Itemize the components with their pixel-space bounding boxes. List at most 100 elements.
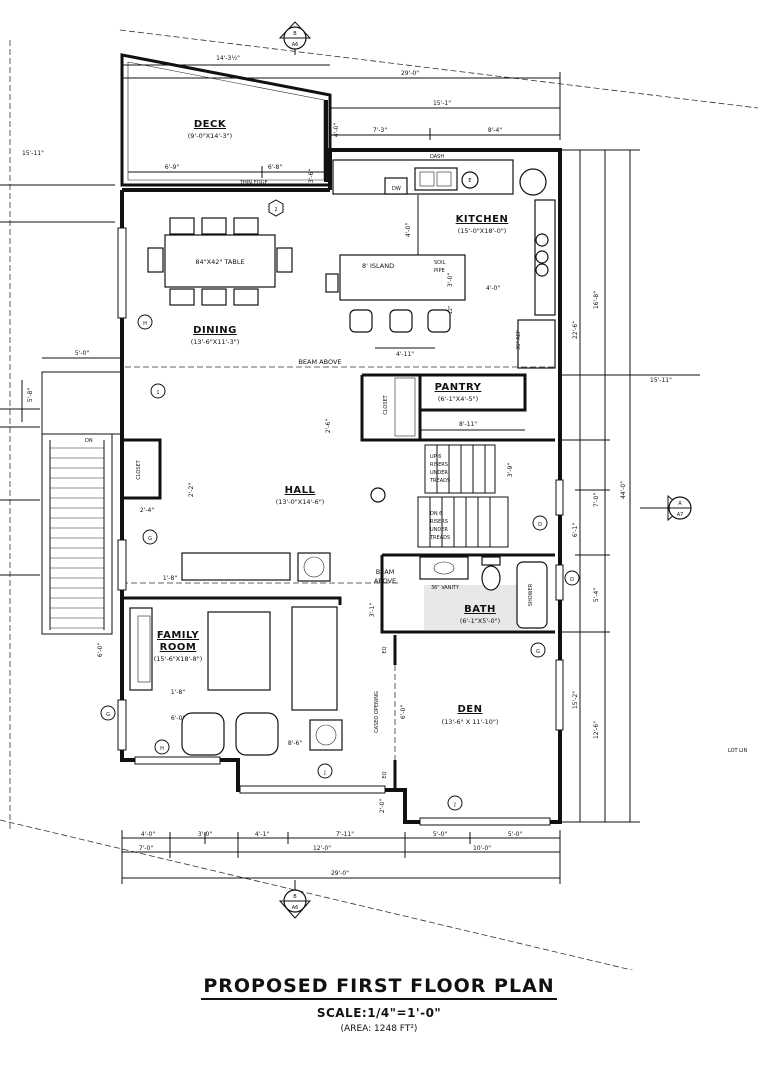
shower	[516, 561, 548, 629]
tag-d-1: D	[538, 522, 542, 528]
island-stools	[349, 309, 451, 333]
stair-dn-1: DN 6	[430, 511, 442, 517]
label-thin-edge: THIN EDGE	[239, 180, 268, 186]
dim-bot-5-0b: 5'-0"	[508, 831, 522, 838]
dim-clos-2-4: 2'-4"	[140, 507, 154, 514]
tag-2: 2	[274, 207, 277, 213]
tag-h-1: H	[143, 321, 147, 327]
marker-tags	[100, 199, 580, 811]
room-size-family: (15'-6"X18'-8")	[154, 655, 203, 663]
dim-top-overall: 29'-0"	[401, 70, 419, 77]
dim-kit-12: 12"	[448, 306, 454, 315]
section-marker-right: A A7	[640, 494, 692, 522]
room-size-pantry: (6'-1"X4'-5")	[438, 395, 478, 403]
top-dimension-lines	[121, 64, 561, 178]
stair-dn-3: UNDER	[430, 527, 448, 533]
dim-bot-10-0: 10'-0"	[473, 845, 491, 852]
bottom-dimension-lines	[121, 830, 561, 884]
dim-top-6-9: 6'-9"	[165, 164, 179, 171]
dim-kit-4-0: 4'-0"	[405, 223, 412, 237]
room-name-den: DEN	[457, 704, 482, 715]
kitchen-cabinetry	[332, 159, 556, 369]
label-dw: DW	[392, 186, 401, 192]
windows	[117, 227, 564, 826]
stair-dn-4: TREADS	[429, 535, 450, 541]
room-size-hall: (13'-0"X14'-6")	[276, 498, 325, 506]
label-island: 8' ISLAND	[362, 262, 394, 270]
tag-e: E	[468, 178, 471, 184]
right-dimension-lines	[560, 149, 640, 823]
dim-pantry-8-11: 8'-11"	[459, 421, 477, 428]
toilet-bowl	[481, 565, 501, 591]
tag-g-3: G	[536, 649, 540, 655]
section-right-sheet: A7	[677, 512, 684, 518]
section-bottom-letter: B	[293, 894, 297, 900]
family-room-walls	[122, 596, 342, 605]
dim-bot-3-0: 3'-0"	[198, 831, 212, 838]
dim-right-22-6: 22'-6"	[572, 321, 579, 339]
dim-stair-3-9: 3'-9"	[507, 463, 514, 477]
label-dn: DN	[85, 438, 93, 444]
room-name-kitchen: KITCHEN	[456, 214, 509, 225]
room-size-deck: (9'-0"X14'-3")	[188, 132, 232, 140]
pantry-closet-shelves	[394, 377, 416, 437]
exterior-stair-treads	[50, 447, 104, 629]
tag-j-1: J	[323, 770, 325, 776]
label-shower: SHOWER	[528, 583, 534, 606]
tag-g-2: G	[106, 712, 110, 718]
left-reference-lines	[0, 184, 115, 576]
dim-bot-4-1: 4'-1"	[255, 831, 269, 838]
stair-up-3: UNDER	[430, 470, 448, 476]
plan-title: PROPOSED FIRST FLOOR PLAN	[201, 975, 557, 1000]
room-name-hall: HALL	[285, 485, 316, 496]
room-name-bath: BATH	[464, 604, 496, 615]
tag-h-2: H	[160, 746, 164, 752]
bath-tile-floor	[424, 585, 520, 630]
hall-fixture-icon	[370, 487, 386, 503]
stair-dn-2: RISERS	[430, 519, 448, 525]
section-right-letter: A	[678, 501, 682, 507]
stair-up-1: UP 6	[430, 454, 441, 460]
section-bottom-sheet: A6	[292, 905, 299, 911]
dim-bot-7-11: 7'-11"	[336, 831, 354, 838]
dim-deck-width: 14'-3½"	[216, 55, 240, 62]
dim-den-6-0: 6'-0"	[400, 705, 407, 719]
plan-title-wrap: PROPOSED FIRST FLOOR PLAN	[0, 975, 758, 1000]
sink	[433, 561, 455, 575]
room-size-kitchen: (15'-0"X18'-0")	[458, 227, 507, 235]
label-beam-above: BEAM ABOVE	[298, 358, 341, 366]
tag-j-2: J	[453, 802, 455, 808]
stair-up-4: TREADS	[429, 478, 450, 484]
dim-fam-1-8b: 1'-8"	[171, 689, 185, 696]
family-room-furniture	[129, 552, 343, 756]
dim-clos-2-6: 2'-6"	[325, 419, 332, 433]
dim-deck-4-0: 4'-0"	[333, 123, 340, 137]
floor-plan-drawing: 15'-11" DECK (9'-0"X14'-3") THIN EDGE 14…	[0, 21, 758, 970]
lot-line-bottom	[0, 819, 634, 970]
plan-scale: SCALE:1/4"=1'-0"	[316, 1006, 442, 1020]
label-closet-pantry: CLOSET	[383, 394, 389, 414]
vanity	[419, 556, 469, 580]
eq-2: EQ	[382, 771, 388, 778]
lot-line-top	[119, 29, 758, 109]
dim-clos-2-2: 2'-2"	[188, 483, 195, 497]
title-block: PROPOSED FIRST FLOOR PLAN SCALE:1/4"=1'-…	[0, 975, 758, 1034]
label-dash: DASH	[430, 154, 444, 160]
dim-kit-4-0b: 4'-0"	[486, 285, 500, 292]
island-end-chair	[325, 273, 339, 293]
pantry-walls	[360, 373, 555, 442]
dim-right-5-4: 5'-4"	[593, 588, 600, 602]
section-marker-bottom: B A6	[278, 880, 312, 919]
tag-d-2: D	[570, 577, 574, 583]
section-marker-top: B A6	[278, 21, 312, 55]
label-vanity: 36" VANITY	[431, 585, 460, 591]
tag-g-1: G	[148, 536, 152, 542]
label-closet-hall: CLOSET	[136, 459, 142, 479]
dim-left-15-11: 15'-11"	[22, 150, 44, 157]
section-top-letter: B	[293, 31, 297, 37]
room-name-family: FAMILY	[157, 630, 199, 641]
dim-bath-3-1: 3'-1"	[369, 603, 376, 617]
toilet-tank	[481, 556, 501, 566]
room-name-dining: DINING	[193, 325, 237, 336]
room-name-family-2: ROOM	[160, 642, 197, 653]
